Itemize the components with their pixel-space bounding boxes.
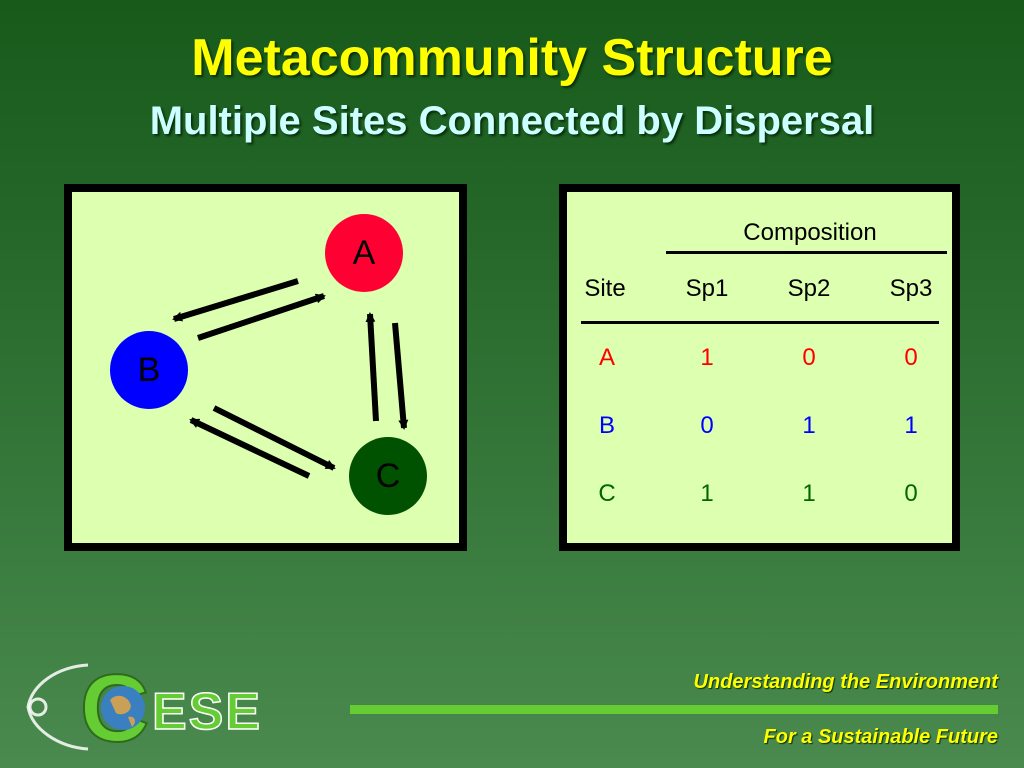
dispersal-diagram: A B C [64,184,467,551]
row-a-sp2: 0 [802,344,816,371]
row-c-sp1: 1 [700,480,714,507]
arrow-a-to-c [392,322,409,430]
site-node-c: C [349,437,427,515]
row-a-sp1: 1 [700,344,714,371]
header-sp2: Sp2 [787,275,831,302]
site-node-a-label: A [352,234,376,272]
row-b-sp2: 1 [802,412,816,439]
slide-subtitle: Multiple Sites Connected by Dispersal [149,99,875,143]
header-sp1: Sp1 [685,275,729,302]
site-node-b-label: B [137,351,161,389]
row-c-sp2: 1 [802,480,816,507]
header-sp3: Sp3 [889,275,933,302]
arrow-b-to-c [212,405,336,471]
row-a-site: A [598,344,615,371]
cese-logo-graphic: C ESE [26,654,262,763]
arrow-c-to-a [365,312,379,422]
composition-rule [666,251,947,254]
footer-divider [350,705,998,714]
footer-tagline-2: For a Sustainable Future [763,726,998,748]
row-a-sp3: 0 [904,344,918,371]
row-b-sp3: 1 [904,412,918,439]
row-b-sp1: 0 [700,412,714,439]
slide-title: Metacommunity Structure [191,29,833,87]
composition-header: Composition [743,219,877,246]
arrow-a-to-b [172,278,299,322]
site-node-c-label: C [375,457,401,495]
header-rule [581,321,939,324]
row-c-sp3: 0 [904,480,918,507]
row-c-site: C [598,480,616,507]
site-node-b: B [110,331,188,409]
dispersal-arrows [172,278,409,479]
cese-logo: C ESE [18,654,338,763]
footer-tagline-1: Understanding the Environment [693,671,998,693]
header-site: Site [584,275,626,302]
cese-logo-text: ESE [152,683,262,741]
arrow-c-to-b [189,417,311,479]
arrow-b-to-a [197,293,326,341]
composition-table: Composition Site Sp1 Sp2 Sp3 A 1 0 0 B 0… [559,184,960,551]
site-node-a: A [325,214,403,292]
row-b-site: B [598,412,615,439]
